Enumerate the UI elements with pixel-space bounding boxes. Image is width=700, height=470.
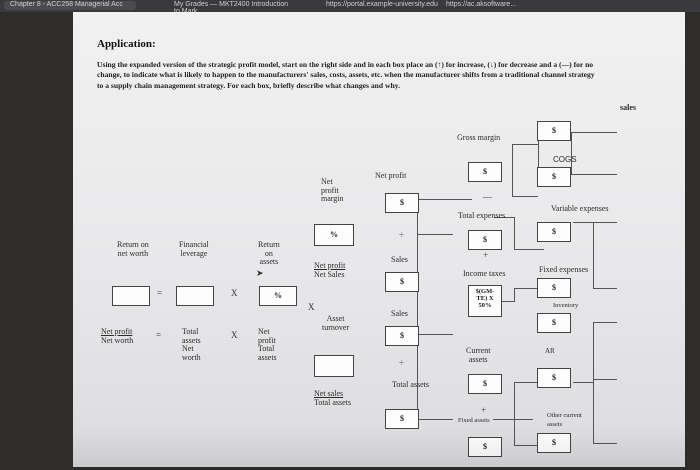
total-assets-2-answer-box[interactable]: $ <box>385 409 419 429</box>
connector-line <box>494 301 514 302</box>
connector-line <box>593 288 617 289</box>
worksheet-page: Application: Using the expanded version … <box>73 12 685 467</box>
browser-tab[interactable]: https://portal.example-university.edu <box>326 1 438 8</box>
connector-line <box>512 196 538 197</box>
total-assets-answer-box[interactable]: $ <box>468 374 502 394</box>
connector-line <box>593 322 617 323</box>
connector-line <box>514 445 544 446</box>
connector-line <box>512 144 513 196</box>
fixed-expenses-label: Fixed expenses <box>539 265 589 274</box>
page-heading: Application: <box>97 38 156 50</box>
connector-line <box>417 419 453 420</box>
connector-line <box>417 234 453 235</box>
times-operator: X <box>231 288 238 298</box>
browser-tab[interactable]: https://ac.aksoftware... <box>446 1 517 8</box>
connector-line <box>593 379 617 380</box>
connector-line <box>514 382 515 446</box>
page-shadow <box>73 427 685 467</box>
other-current-assets-label: Other current assets <box>547 412 582 428</box>
connector-line <box>593 222 617 223</box>
net-profit-margin-label: Net profit margin <box>321 177 344 204</box>
return-on-assets-label: Return on assets <box>258 240 280 267</box>
plus-operator: + <box>481 405 487 415</box>
heavy-arrow: ➤ <box>256 268 264 278</box>
sales-1-answer-box[interactable]: $ <box>385 272 419 292</box>
financial-leverage-answer-box[interactable] <box>176 286 214 306</box>
income-taxes-label: Income taxes <box>463 269 506 278</box>
connector-line <box>571 132 617 133</box>
connector-line <box>514 217 515 249</box>
equals-operator: = <box>156 330 162 340</box>
times-operator: X <box>308 302 315 312</box>
cogs-answer-box[interactable]: $ <box>537 167 571 187</box>
minus-operator: — <box>483 192 492 202</box>
connector-line <box>573 222 593 223</box>
sales-answer-box[interactable]: $ <box>537 121 571 141</box>
connector-line <box>593 443 617 444</box>
connector-line <box>417 334 453 335</box>
connector-line <box>493 419 533 420</box>
total-expenses-answer-box[interactable]: $ <box>468 230 502 250</box>
connector-line <box>512 144 538 145</box>
connector-line <box>571 132 572 175</box>
inventory-answer-box[interactable]: $ <box>537 313 571 333</box>
divide-operator: ÷ <box>399 230 404 240</box>
connector-line <box>573 382 593 383</box>
connector-line <box>514 288 515 302</box>
asset-turnover-answer-box[interactable] <box>314 355 354 377</box>
fixed-assets-answer-box[interactable]: $ <box>468 437 502 457</box>
ar-label: AR <box>545 347 555 355</box>
variable-expenses-answer-box[interactable]: $ <box>537 222 571 242</box>
connector-line <box>538 132 539 187</box>
income-taxes-answer-box[interactable]: $(GM- TE) X 50% <box>468 285 502 317</box>
asset-turnover-label: Asset turnover <box>322 314 350 332</box>
connector-line <box>514 249 544 250</box>
plus-operator: + <box>483 250 489 260</box>
equals-operator: = <box>157 288 163 298</box>
fixed-expenses-answer-box[interactable]: $ <box>537 278 571 298</box>
return-on-net-worth-label: Return on net worth <box>117 240 149 258</box>
times-operator: X <box>231 330 238 340</box>
connector-line <box>514 288 544 289</box>
return-on-net-worth-answer-box[interactable] <box>112 286 150 306</box>
connector-line <box>417 199 418 424</box>
connector-line <box>494 217 514 218</box>
divide-operator: ÷ <box>399 358 404 368</box>
browser-tab[interactable]: Chapter 8 - ACC258 Managerial Acc <box>4 1 136 10</box>
net-profit-margin-answer-box[interactable]: % <box>314 224 354 246</box>
sales-2-label: Sales <box>391 309 408 318</box>
gross-margin-answer-box[interactable]: $ <box>468 162 502 182</box>
total-assets-label: Total assets <box>392 380 429 389</box>
net-profit-answer-box[interactable]: $ <box>385 193 419 213</box>
sales-2-answer-box[interactable]: $ <box>385 326 419 346</box>
connector-line <box>412 199 472 200</box>
sales-caption: sales <box>620 103 636 112</box>
connector-line <box>593 322 594 444</box>
connector-line <box>593 222 594 288</box>
ar-answer-box[interactable]: $ <box>537 368 571 388</box>
other-current-assets-answer-box[interactable]: $ <box>537 433 571 453</box>
return-on-assets-answer-box[interactable]: % <box>259 286 297 306</box>
fixed-assets-label: Fixed assets <box>458 417 490 424</box>
sales-label: Sales <box>391 255 408 264</box>
financial-leverage-label: Financial leverage <box>179 240 209 258</box>
current-assets-label: Current assets <box>466 346 491 364</box>
browser-tab-bar: Chapter 8 - ACC258 Managerial Acc My Gra… <box>0 0 700 15</box>
inventory-label: Inventory <box>553 302 579 309</box>
connector-line <box>514 382 544 383</box>
connector-line <box>571 174 617 175</box>
variable-expenses-label: Variable expenses <box>551 204 609 213</box>
cogs-label: COGS <box>553 155 577 164</box>
instructions-text: Using the expanded version of the strate… <box>97 60 595 90</box>
browser-tab[interactable]: My Grades — MKT2400 Introduction to Mark… <box>174 1 288 15</box>
net-profit-label: Net profit <box>375 171 407 180</box>
net-profit-total-assets: Net profit Total assets <box>258 327 277 362</box>
total-assets-net-worth: Total assets Net worth <box>182 327 201 362</box>
gross-margin-label: Gross margin <box>457 133 501 142</box>
total-expenses-label: Total expenses <box>458 211 506 220</box>
